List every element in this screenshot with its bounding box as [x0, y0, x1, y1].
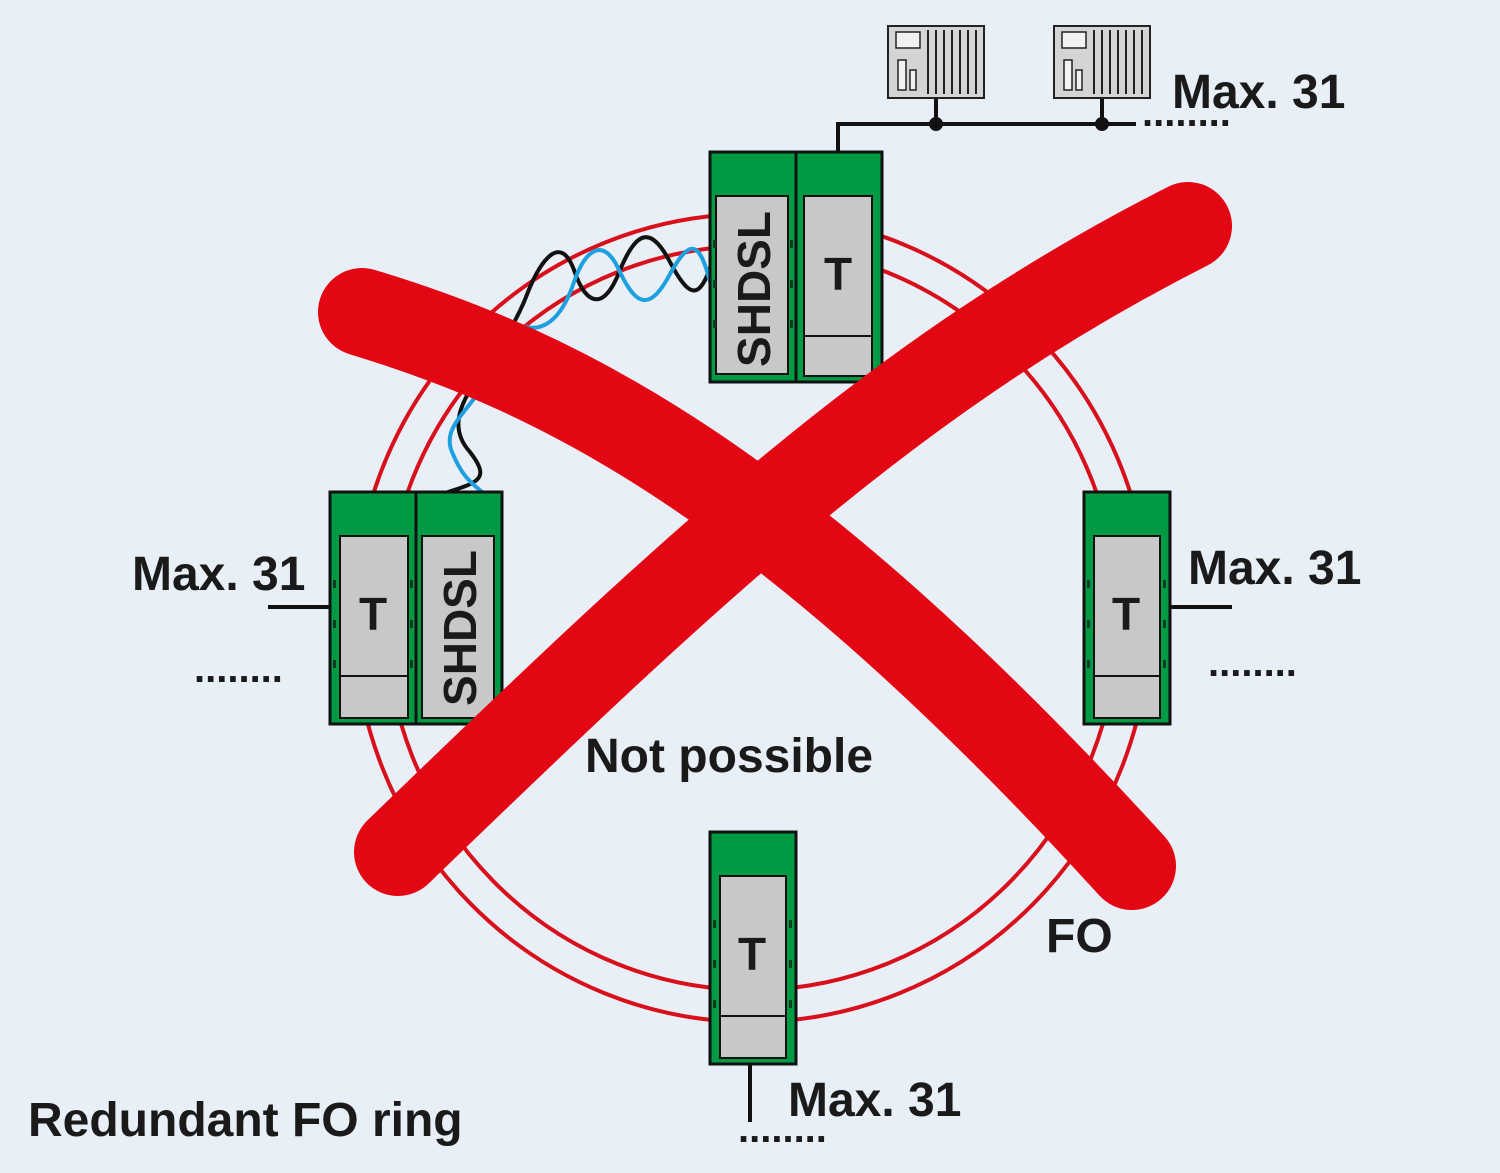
plc-rack-1 [887, 25, 985, 99]
module-bottom-t-label: T [738, 928, 766, 980]
module-bottom-t: T [708, 830, 798, 1066]
module-top-t: T [794, 150, 884, 384]
top-bus [836, 98, 1136, 152]
not-possible-cross [318, 182, 1232, 910]
module-top-shdsl: SHDSL [708, 150, 798, 384]
module-leds [333, 240, 1166, 1008]
bus-node-1 [929, 117, 943, 131]
label-dots-left: ........ [194, 647, 283, 691]
module-left-t-label: T [359, 588, 387, 640]
module-right-t-label: T [1112, 588, 1140, 640]
module-left-shdsl: SHDSL [414, 490, 504, 726]
label-dots-bottom: ........ [738, 1107, 827, 1151]
label-fo: FO [1046, 910, 1113, 963]
module-left-shdsl-label: SHDSL [434, 550, 486, 706]
label-dots-top: ........ [1142, 91, 1231, 135]
cross-stroke-1 [318, 268, 1176, 910]
module-right-t: T [1082, 490, 1172, 726]
copper-wire-black [446, 235, 714, 494]
label-max-left: Max. 31 [132, 548, 305, 601]
label-max-top: Max. 31 [1172, 66, 1345, 119]
label-dots-right: ........ [1208, 641, 1297, 685]
module-top-t-label: T [824, 248, 852, 300]
shdsl-copper-line [446, 235, 714, 494]
label-max-bottom: Max. 31 [788, 1074, 961, 1127]
module-left-t: T [328, 490, 418, 726]
cross-stroke-2 [354, 182, 1232, 896]
label-max-right: Max. 31 [1188, 542, 1361, 595]
module-top-shdsl-label: SHDSL [728, 211, 780, 367]
copper-wire-blue [447, 246, 714, 494]
label-ring-caption: Redundant FO ring [28, 1094, 463, 1147]
label-not-possible: Not possible [585, 730, 873, 783]
bus-node-2 [1095, 117, 1109, 131]
plc-rack-2 [1053, 25, 1151, 99]
